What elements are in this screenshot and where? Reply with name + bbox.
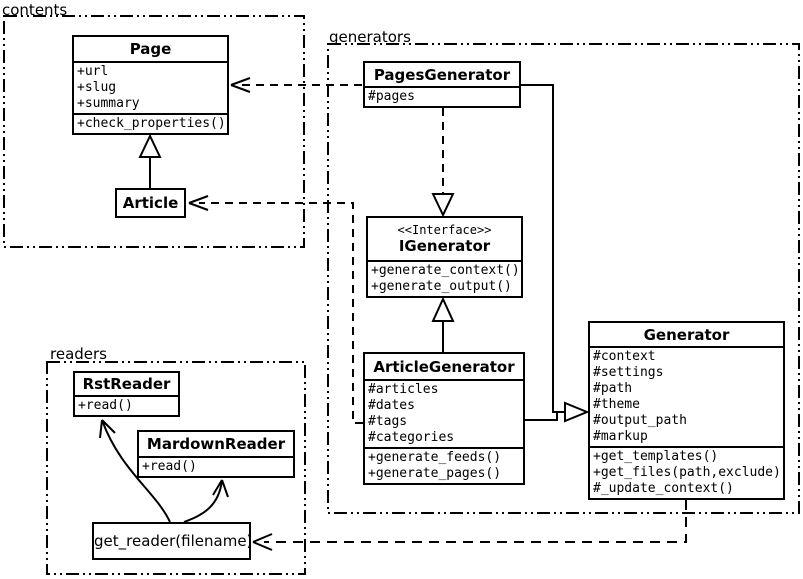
edge-articlegenerator-to-article: [188, 195, 363, 424]
class-box-rstreader: RstReader +read(): [73, 371, 180, 417]
class-title-article: Article: [122, 194, 179, 212]
class-stereotype-igenerator: <<Interface>>: [397, 223, 492, 237]
class-box-page: Page +url+slug+summary +check_properties…: [72, 35, 229, 135]
class-title-rstreader: RstReader: [82, 375, 171, 393]
edge-articlegenerator-to-igenerator: [431, 296, 455, 352]
edge-articlegenerator-to-generator: [525, 401, 590, 423]
package-label-readers: readers: [50, 345, 107, 363]
class-methods-rstreader: +read(): [75, 395, 178, 415]
edge-pagesgenerator-to-generator: [521, 84, 564, 413]
class-methods-page: +check_properties(): [74, 113, 227, 133]
class-title-generator: Generator: [643, 325, 730, 344]
function-label-get-reader: get_reader(filename): [94, 532, 249, 550]
class-attributes-pagesgenerator: #pages: [365, 86, 519, 106]
class-attributes-page: +url+slug+summary: [74, 61, 227, 113]
class-box-generator: Generator #context#settings#path#theme#o…: [588, 321, 785, 500]
class-attributes-articlegenerator: #articles#dates#tags#categories: [365, 379, 523, 447]
class-box-mardownreader: MardownReader +read(): [137, 430, 295, 478]
class-title-igenerator: <<Interface>> IGenerator: [368, 218, 521, 260]
package-readers-border: [46, 361, 306, 575]
class-box-articlegenerator: ArticleGenerator #articles#dates#tags#ca…: [363, 352, 525, 485]
class-title-mardownreader: MardownReader: [146, 435, 286, 453]
edge-getreader-to-rstreader: [99, 419, 171, 523]
edge-pagesgenerator-to-page: [230, 77, 363, 93]
class-methods-igenerator: +generate_context()+generate_output(): [368, 260, 521, 296]
class-name-igenerator: IGenerator: [398, 237, 491, 255]
edge-article-to-page: [138, 133, 162, 188]
class-methods-mardownreader: +read(): [139, 456, 293, 476]
class-methods-generator: +get_templates()+get_files(path,exclude)…: [590, 446, 783, 498]
package-label-generators: generators: [329, 28, 411, 46]
class-title-page: Page: [129, 40, 172, 58]
class-attributes-generator: #context#settings#path#theme#output_path…: [590, 346, 783, 446]
class-box-article: Article: [115, 188, 186, 218]
class-title-pagesgenerator: PagesGenerator: [373, 65, 511, 84]
class-methods-articlegenerator: +generate_feeds()+generate_pages(): [365, 447, 523, 483]
function-box-get-reader: get_reader(filename): [92, 522, 251, 560]
edge-pagesgenerator-to-igenerator: [431, 108, 455, 218]
class-title-articlegenerator: ArticleGenerator: [373, 357, 515, 376]
edge-getreader-to-mardownreader: [183, 479, 229, 523]
class-box-igenerator: <<Interface>> IGenerator +generate_conte…: [366, 216, 523, 298]
class-box-pagesgenerator: PagesGenerator #pages: [363, 61, 521, 108]
package-label-contents: contents: [2, 1, 68, 19]
package-contents-border: [3, 15, 305, 248]
edge-generator-to-getreader: [252, 500, 687, 551]
package-generators-border: [327, 43, 800, 514]
